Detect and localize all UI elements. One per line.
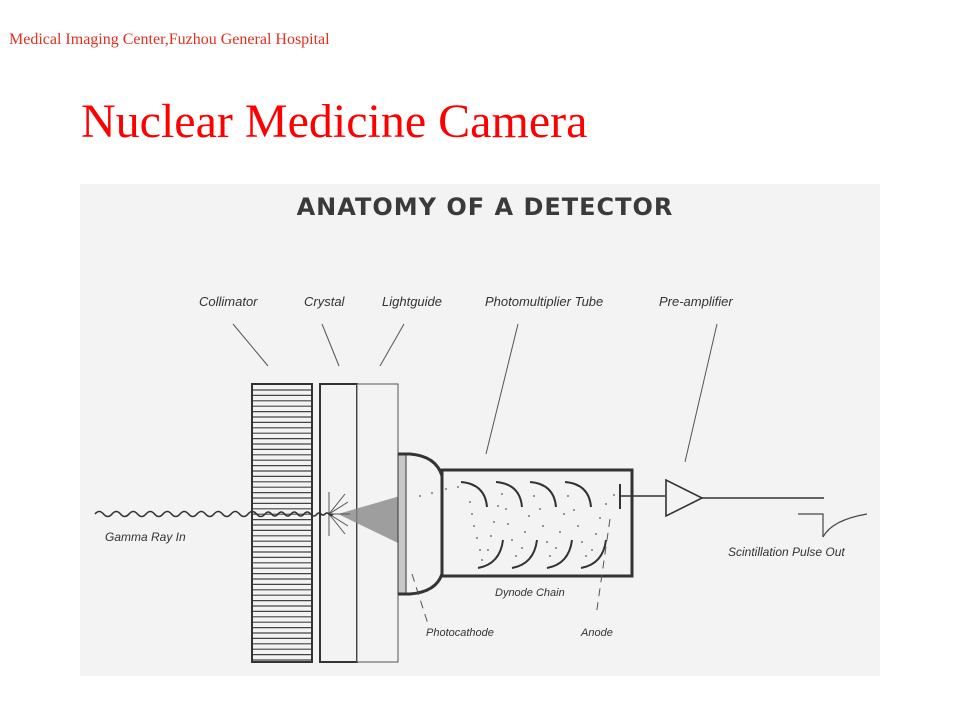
figure-title: ANATOMY OF A DETECTOR xyxy=(297,193,674,221)
leader-lightguide xyxy=(379,323,405,367)
leader-collimator xyxy=(232,323,269,367)
leader-anode xyxy=(595,518,611,617)
label-dynode-chain: Dynode Chain xyxy=(495,587,565,599)
pulse-waveform-icon xyxy=(798,513,868,538)
collimator xyxy=(251,383,313,663)
label-collimator: Collimator xyxy=(199,294,258,309)
crystal xyxy=(319,383,358,663)
label-scintillation-pulse-out: Scintillation Pulse Out xyxy=(728,545,845,559)
label-lightguide: Lightguide xyxy=(382,294,442,309)
leader-pmt xyxy=(485,323,519,455)
label-anode: Anode xyxy=(580,627,613,639)
label-gamma-ray-in: Gamma Ray In xyxy=(105,530,186,544)
electron-path xyxy=(419,486,615,561)
label-photocathode: Photocathode xyxy=(426,627,494,639)
preamplifier-triangle-icon xyxy=(665,478,704,518)
photomultiplier-tube xyxy=(397,452,634,596)
leader-preamplifier xyxy=(684,323,718,463)
label-crystal: Crystal xyxy=(304,294,346,309)
scintillation-burst-icon xyxy=(328,492,350,536)
leader-lines xyxy=(232,323,718,463)
label-preamplifier: Pre-amplifier xyxy=(659,294,733,309)
institution-header: Medical Imaging Center,Fuzhou General Ho… xyxy=(9,31,330,48)
leader-photocathode xyxy=(411,573,429,625)
detector-diagram-svg: ANATOMY OF A DETECTOR Collimator Crystal… xyxy=(94,193,868,663)
light-cone xyxy=(338,496,400,544)
dynode-chain xyxy=(460,481,607,569)
leader-crystal xyxy=(321,323,340,367)
detector-diagram: ANATOMY OF A DETECTOR Collimator Crystal… xyxy=(80,184,880,676)
label-photomultiplier-tube: Photomultiplier Tube xyxy=(485,294,603,309)
gamma-ray-wave xyxy=(94,510,334,518)
slide-title: Nuclear Medicine Camera xyxy=(81,95,588,148)
